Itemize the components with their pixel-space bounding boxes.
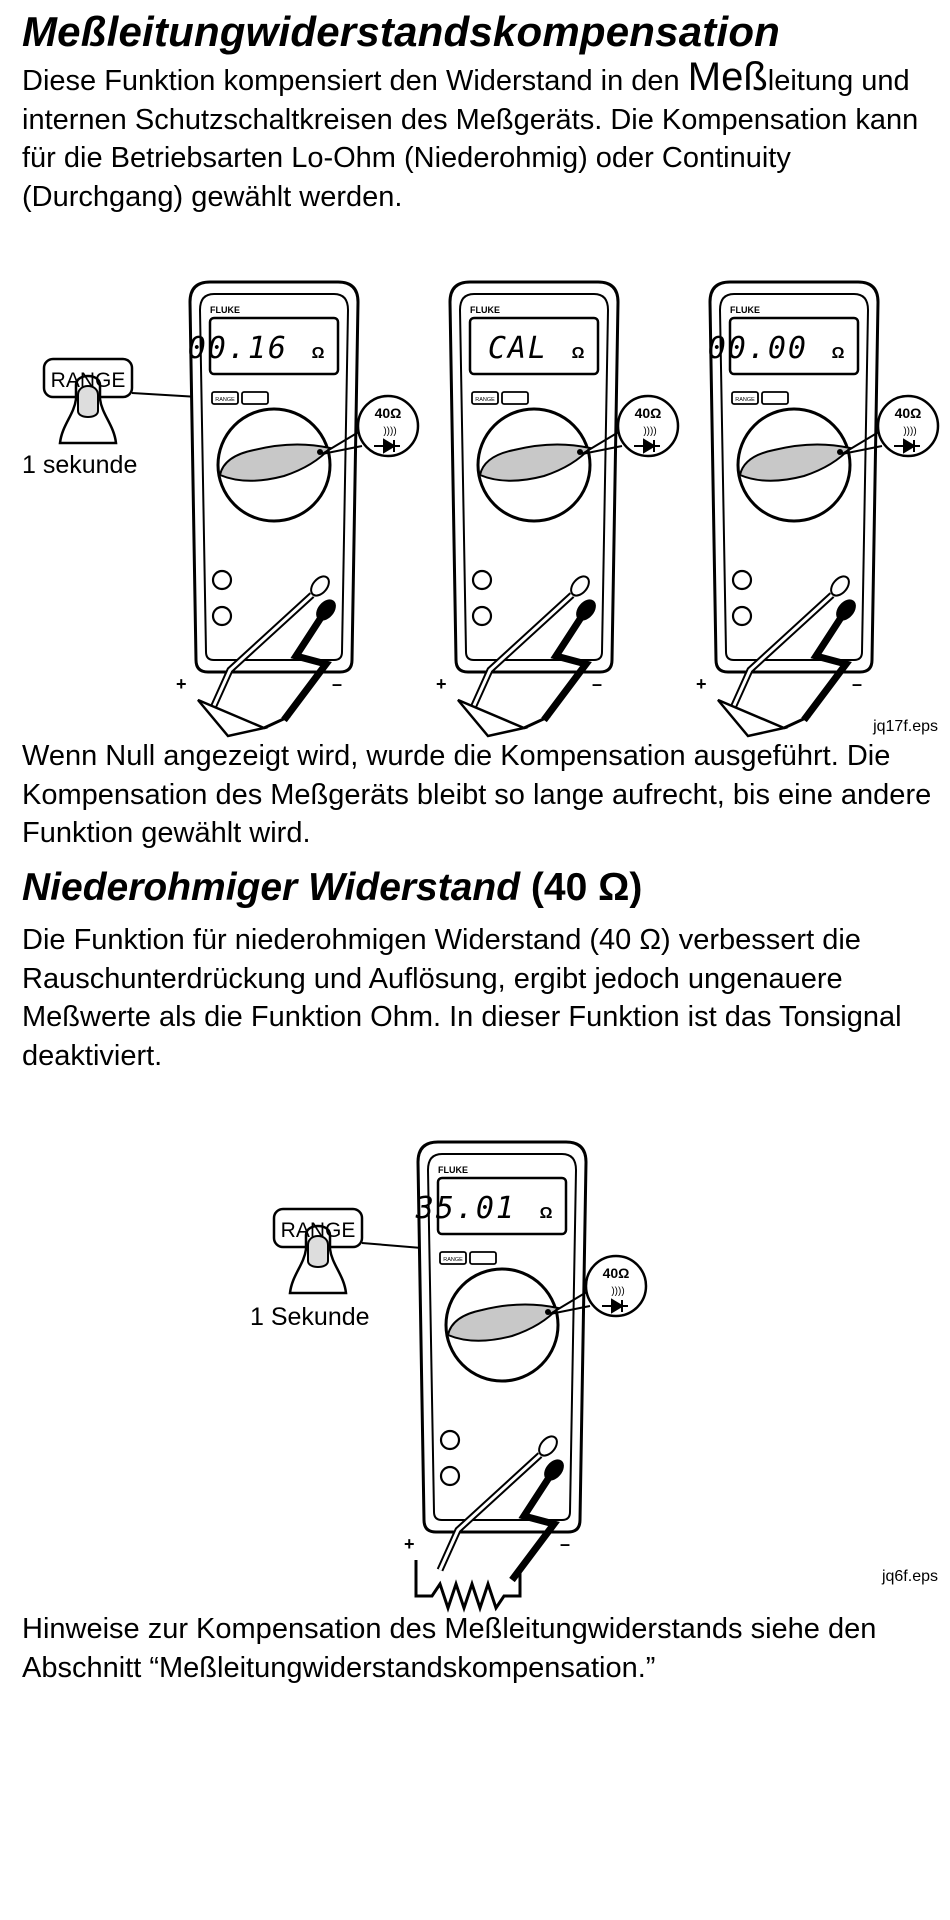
sound-icon: )))) [383, 426, 396, 437]
range-button [731, 391, 759, 405]
hold-button [761, 391, 789, 405]
multimeter: FLUKE 00.00 Ω RANGE 40Ω)))) + – [696, 280, 940, 738]
unit-label: Ω [540, 1205, 553, 1222]
intro-paragraph: Diese Funktion kompensiert den Widerstan… [22, 55, 938, 216]
input-jack [439, 1429, 461, 1451]
input-jack [731, 569, 753, 591]
figure-caption: jq6f.eps [881, 1568, 938, 1585]
note-paragraph: Hinweise zur Kompensation des Meßleitung… [22, 1613, 877, 1684]
dial-callout [584, 1254, 648, 1318]
range-button-label: RANGE [215, 397, 235, 403]
input-jack [471, 569, 493, 591]
multimeter: FLUKE CAL Ω RANGE 40Ω)))) + – [436, 280, 680, 738]
range-label: RANGE [281, 1219, 356, 1242]
com-jack [731, 605, 753, 627]
multimeter: FLUKE 00.16 Ω RANGE 40Ω)))) + – [176, 280, 420, 738]
sound-icon: )))) [643, 426, 656, 437]
plus-sign: + [176, 674, 187, 694]
intro-text-1: Diese Funktion kompensiert den Widerstan… [22, 65, 688, 97]
plus-sign: + [404, 1534, 415, 1554]
range-button-label: RANGE [475, 397, 495, 403]
probe-tips [717, 698, 789, 738]
probe-tips [197, 698, 269, 738]
hold-time-label: 1 sekunde [22, 451, 138, 479]
diode-icon [894, 438, 920, 454]
hold-button [241, 391, 269, 405]
range-label: RANGE [51, 369, 126, 392]
sound-icon: )))) [611, 1286, 624, 1297]
com-jack [211, 605, 233, 627]
dial-label-40ohm: 40Ω [603, 1265, 630, 1281]
plus-sign: + [696, 674, 707, 694]
input-jack [211, 569, 233, 591]
low-ohm-paragraph: Die Funktion für niederohmigen Widerstan… [22, 924, 902, 1072]
meter-row: FLUKE 00.16 Ω RANGE 40Ω)))) + – FLUKE CAL Ω RANGE 4… [176, 280, 940, 738]
hold-button [469, 1251, 497, 1265]
minus-sign: – [852, 674, 862, 694]
dial-callout [876, 394, 940, 458]
plus-sign: + [436, 674, 447, 694]
sound-icon: )))) [903, 426, 916, 437]
finger-press-icon: RANGE [272, 1207, 364, 1295]
figure-caption: jq17f.eps [873, 718, 938, 735]
meter-single: FLUKE 35.01 Ω RANGE 40Ω)))) + – [404, 1140, 648, 1613]
after-paragraph: Wenn Null angezeigt wird, wurde die Komp… [22, 740, 932, 849]
minus-sign: – [560, 1534, 570, 1554]
dial-callout [616, 394, 680, 458]
brand-label: FLUKE [438, 1165, 468, 1175]
display-value: 00.16 [188, 331, 288, 366]
section-title-lead-compensation: Meßleitungwiderstandskompensation [22, 8, 781, 55]
hold-time-label: 1 Sekunde [250, 1303, 370, 1331]
section-title-low-ohm: Niederohmiger Widerstand (40 Ω) [22, 866, 642, 910]
dial-label-40ohm: 40Ω [895, 405, 922, 421]
diode-icon [374, 438, 400, 454]
com-jack [471, 605, 493, 627]
range-button [471, 391, 499, 405]
unit-label: Ω [832, 345, 845, 362]
dial-label-40ohm: 40Ω [635, 405, 662, 421]
probe-tips [457, 698, 529, 738]
brand-label: FLUKE [470, 305, 500, 315]
minus-sign: – [332, 674, 342, 694]
range-button [439, 1251, 467, 1265]
range-button-label: RANGE [735, 397, 755, 403]
dial-label-40ohm: 40Ω [375, 405, 402, 421]
finger-press-icon: RANGE [42, 357, 134, 445]
brand-label: FLUKE [730, 305, 760, 315]
display-value: 35.01 [415, 1191, 516, 1226]
multimeter: FLUKE 35.01 Ω RANGE 40Ω)))) + – [404, 1140, 648, 1613]
display-value: 00.00 [708, 331, 808, 366]
intro-text-large: Meß [687, 55, 768, 99]
minus-sign: – [592, 674, 602, 694]
display-value: CAL [488, 331, 548, 366]
unit-label: Ω [572, 345, 585, 362]
title-rest: (40 Ω) [520, 866, 643, 909]
brand-label: FLUKE [210, 305, 240, 315]
intro-text-2: leitung und internen Schutzschaltkreisen… [22, 65, 919, 213]
dial-callout [356, 394, 420, 458]
range-button [211, 391, 239, 405]
diode-icon [634, 438, 660, 454]
range-button-label: RANGE [443, 1257, 463, 1263]
hold-button [501, 391, 529, 405]
diode-icon [602, 1298, 628, 1314]
com-jack [439, 1465, 461, 1487]
title-italic: Niederohmiger Widerstand [22, 866, 521, 909]
unit-label: Ω [312, 345, 325, 362]
resistor-symbol [414, 1560, 522, 1613]
